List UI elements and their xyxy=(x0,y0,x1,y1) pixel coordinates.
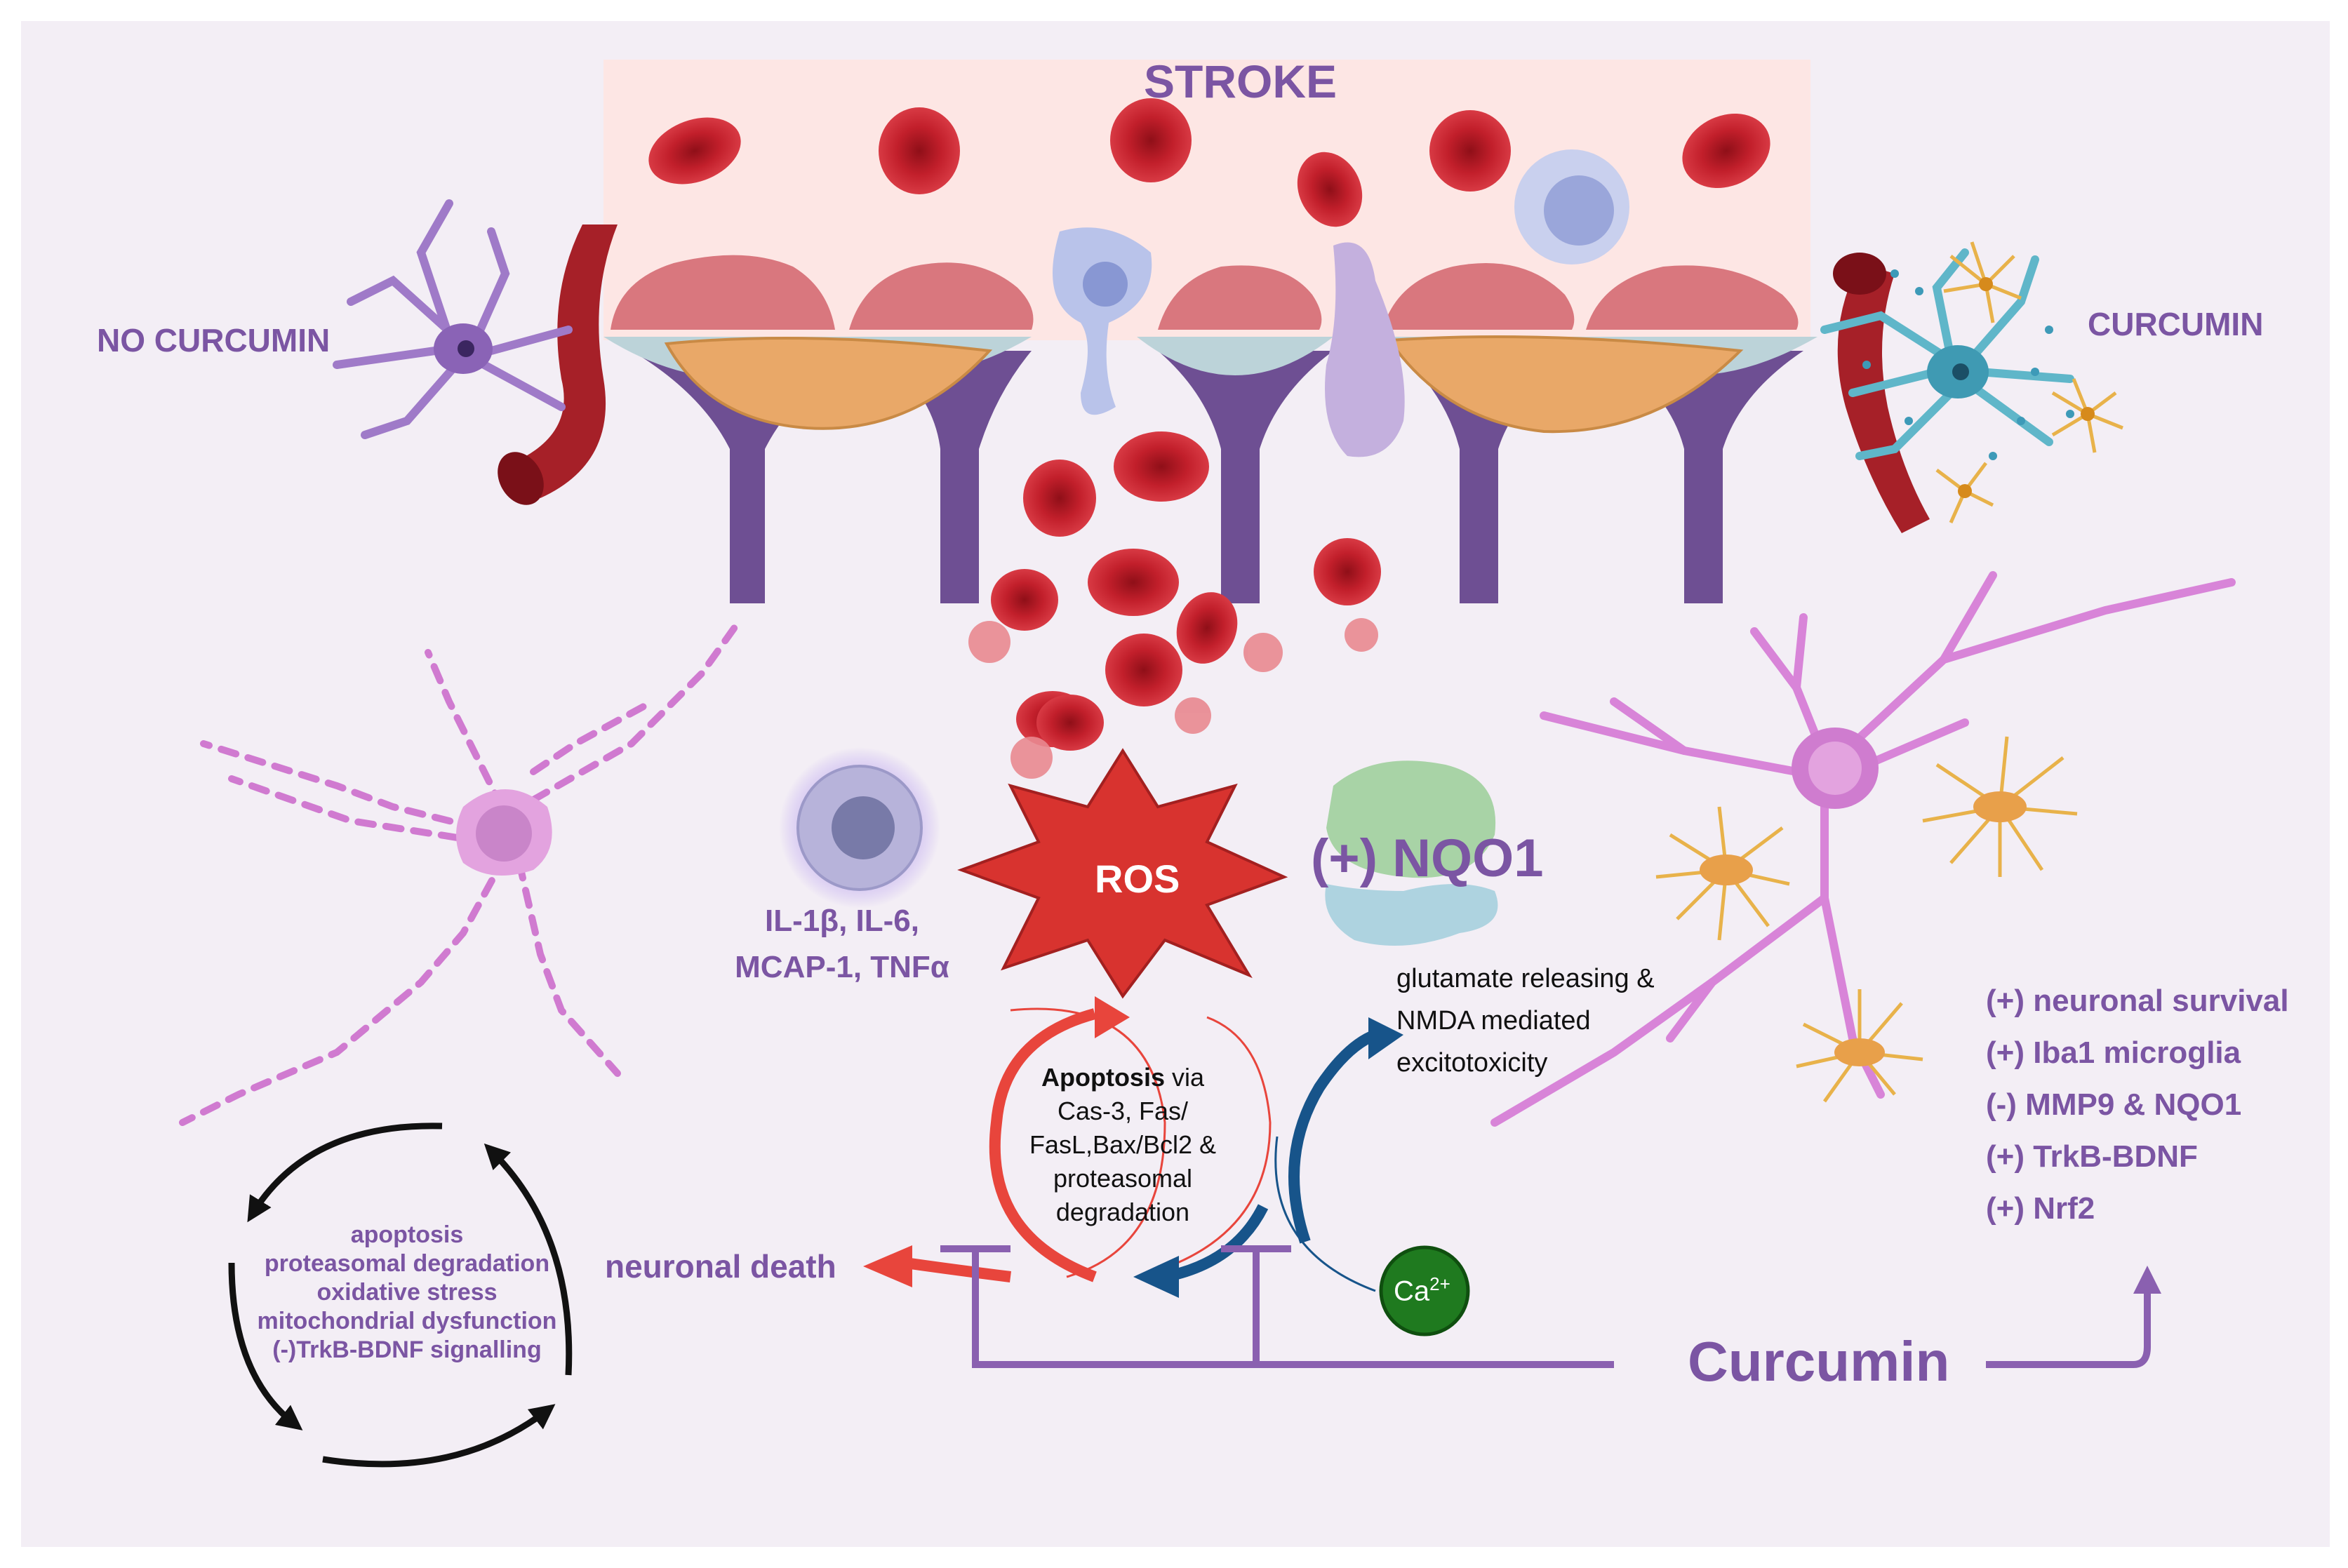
cycle-item: proteasomal degradation xyxy=(264,1250,550,1277)
cycle-item: apoptosis xyxy=(350,1221,464,1248)
red-blood-cell-icon xyxy=(648,98,1770,779)
effects-list: (+) neuronal survival (+) Iba1 microglia… xyxy=(1986,975,2289,1235)
cycle-list: apoptosis proteasomal degradation oxidat… xyxy=(232,1221,582,1365)
neuronal-death-label: neuronal death xyxy=(605,1248,836,1285)
cytokine-line-1: IL-1β, IL-6, xyxy=(765,904,919,938)
leukocyte-icon xyxy=(779,149,1629,909)
cycle-item: (-)TrkB-BDNF signalling xyxy=(272,1336,542,1363)
glutamate-line-3: excitotoxicity xyxy=(1396,1048,1548,1078)
curcumin-main-label: Curcumin xyxy=(1688,1330,1950,1393)
effect-item: (+) TrkB-BDNF xyxy=(1986,1139,2198,1174)
apoptosis-bold: Apoptosis xyxy=(1041,1063,1165,1092)
cytokine-label: IL-1β, IL-6, MCAP-1, TNFα xyxy=(716,898,968,991)
calcium-ion-icon xyxy=(1379,1245,1470,1336)
stroke-title: STROKE xyxy=(1144,55,1338,107)
glutamate-line-1: glutamate releasing & xyxy=(1396,964,1655,993)
astrocyte-icon xyxy=(1655,736,2078,1103)
apoptosis-cycle xyxy=(863,996,1403,1298)
curcumin-side-label: CURCUMIN xyxy=(2088,306,2264,342)
apoptosis-line-4: proteasomal xyxy=(1053,1164,1193,1193)
endothelial-layer xyxy=(603,255,1817,603)
neuron-icon xyxy=(179,621,740,1126)
apoptosis-label: Apoptosis via Cas-3, Fas/ FasL,Bax/Bcl2 … xyxy=(1003,1061,1242,1229)
cytokine-line-2: MCAP-1, TNFα xyxy=(735,950,949,984)
astrocyte-icon xyxy=(333,199,2123,524)
black-cycle xyxy=(228,1123,573,1468)
no-curcumin-label: NO CURCUMIN xyxy=(97,322,331,359)
cycle-item: oxidative stress xyxy=(316,1279,498,1306)
apoptosis-line-1: Apoptosis via xyxy=(1003,1061,1242,1094)
cycle-item: mitochondrial dysfunction xyxy=(257,1308,557,1334)
effect-item: (-) MMP9 & NQO1 xyxy=(1986,1087,2242,1122)
effect-item: (+) Nrf2 xyxy=(1986,1191,2095,1226)
nqo1-protein-icon xyxy=(1325,760,1498,946)
apoptosis-line-5: degradation xyxy=(1055,1198,1190,1226)
effect-item: (+) Iba1 microglia xyxy=(1986,1036,2241,1070)
calcium-sup: 2+ xyxy=(1429,1273,1450,1294)
glutamate-line-2: NMDA mediated xyxy=(1396,1006,1591,1036)
inhibition-icon xyxy=(940,1245,2161,1368)
calcium-base: Ca xyxy=(1394,1275,1430,1307)
ros-label: ROS xyxy=(1095,857,1180,901)
apoptosis-line-3: FasL,Bax/Bcl2 & xyxy=(1029,1130,1217,1159)
calcium-label: Ca2+ xyxy=(1394,1273,1450,1307)
neuron-icon xyxy=(1490,571,2236,1127)
glutamate-label: glutamate releasing & NMDA mediated exci… xyxy=(1396,958,1655,1084)
effect-item: (+) neuronal survival xyxy=(1986,984,2289,1018)
blood-vessel-icon xyxy=(498,225,1930,533)
apoptosis-via: via xyxy=(1164,1063,1205,1092)
ros-burst-icon xyxy=(957,748,1288,999)
nqo1-label: (+) NQO1 xyxy=(1311,829,1544,888)
apoptosis-line-2: Cas-3, Fas/ xyxy=(1057,1097,1189,1125)
